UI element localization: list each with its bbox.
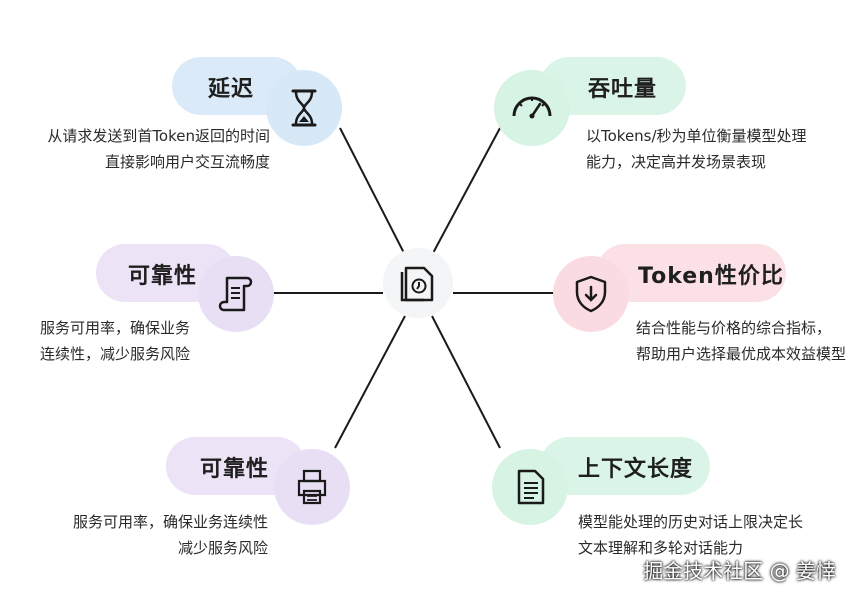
reliability-top-title: 可靠性	[128, 264, 198, 289]
hourglass-icon	[291, 89, 317, 127]
throughput-icon-circle	[494, 70, 570, 146]
context-length-title: 上下文长度	[578, 457, 694, 482]
scroll-icon	[218, 276, 253, 312]
connector-throughput	[431, 127, 501, 256]
latency-title: 延迟	[208, 77, 255, 102]
document-icon	[517, 469, 545, 505]
reliability-bottom-description: 服务可用率，确保业务连续性 减少服务风险	[72, 513, 268, 557]
center-hub	[383, 248, 453, 318]
connector-latency	[339, 127, 406, 256]
reliability-bottom-icon-circle	[274, 449, 350, 525]
cost-performance-description: 结合性能与价格的综合指标， 帮助用户选择最优成本效益模型	[636, 319, 847, 363]
reliability-top-description: 服务可用率，确保业务 连续性，减少服务风险	[39, 319, 190, 363]
shield-icon	[575, 275, 607, 313]
connector-reliability-bottom	[334, 315, 406, 449]
latency-icon-circle	[266, 70, 342, 146]
reliability-bottom-title: 可靠性	[200, 457, 270, 482]
connector-context-length	[431, 315, 501, 449]
reliability-top-icon-circle	[198, 256, 274, 332]
context-length-description: 模型能处理的历史对话上限决定长 文本理解和多轮对话能力	[578, 513, 804, 557]
document-clock-icon	[400, 266, 434, 302]
cost-performance-title: Token性价比	[638, 264, 784, 289]
throughput-pill: 吞吐量	[540, 57, 686, 115]
printer-icon	[297, 469, 327, 505]
latency-description: 从请求发送到首Token返回的时间 直接影响用户交互流畅度	[47, 127, 270, 171]
cost-performance-icon-circle	[553, 256, 629, 332]
context-length-pill: 上下文长度	[540, 437, 710, 495]
watermark: 掘金技术社区 @ 姜悻	[643, 559, 836, 583]
throughput-description: 以Tokens/秒为单位衡量模型处理 能力，决定高并发场景表现	[586, 127, 807, 171]
throughput-title: 吞吐量	[588, 77, 658, 102]
speedometer-icon	[512, 96, 552, 119]
context-length-icon-circle	[492, 449, 568, 525]
